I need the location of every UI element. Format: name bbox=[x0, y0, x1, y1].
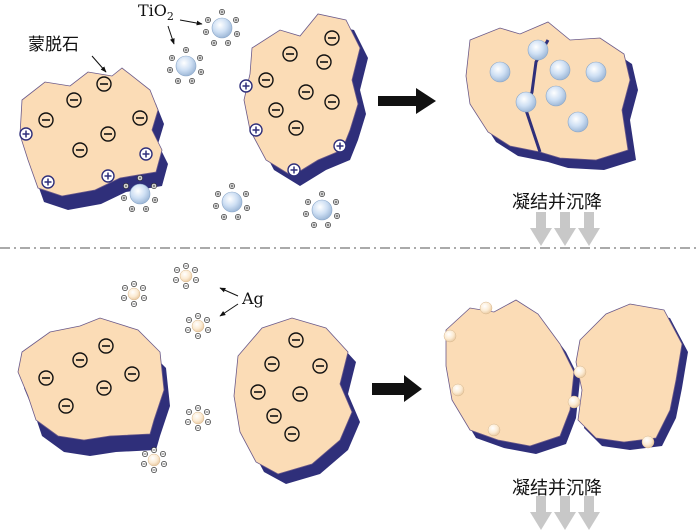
ag-pointer-down bbox=[219, 303, 239, 317]
tio2-label: TiO2 bbox=[138, 1, 174, 23]
clay-particle-top-right bbox=[239, 13, 368, 186]
coagulation-label-top: 凝结并沉降 bbox=[512, 192, 602, 213]
montmorillonite-pointer bbox=[91, 55, 107, 73]
down-arrow-icon bbox=[530, 212, 600, 246]
down-arrow-icon bbox=[530, 496, 600, 530]
clay-particle-bottom-right bbox=[233, 317, 360, 484]
coagulated-aggregate-top bbox=[465, 21, 638, 170]
montmorillonite-label: 蒙脱石 bbox=[28, 35, 79, 55]
ag-particle bbox=[185, 313, 211, 339]
ag-particle bbox=[185, 405, 211, 431]
tio2-pointer-right bbox=[179, 19, 203, 26]
ag-particle bbox=[121, 281, 147, 307]
clay-particle-top-left bbox=[19, 67, 168, 210]
tio2-particle bbox=[203, 9, 240, 46]
tio2-particle bbox=[167, 47, 204, 84]
ag-particle bbox=[141, 447, 167, 473]
coagulated-aggregate-bottom bbox=[443, 299, 688, 454]
ag-label: Ag bbox=[241, 289, 264, 308]
clay-particle-bottom-left bbox=[17, 317, 170, 456]
tio2-particle bbox=[213, 183, 250, 220]
tio2-particle bbox=[303, 191, 340, 228]
coagulation-label-bottom: 凝结并沉降 bbox=[512, 478, 602, 499]
right-arrow-icon bbox=[372, 375, 422, 402]
tio2-pointer-down bbox=[167, 25, 175, 45]
right-arrow-icon bbox=[378, 88, 436, 114]
ag-pointer-up bbox=[219, 287, 239, 297]
ag-particle bbox=[173, 263, 199, 289]
